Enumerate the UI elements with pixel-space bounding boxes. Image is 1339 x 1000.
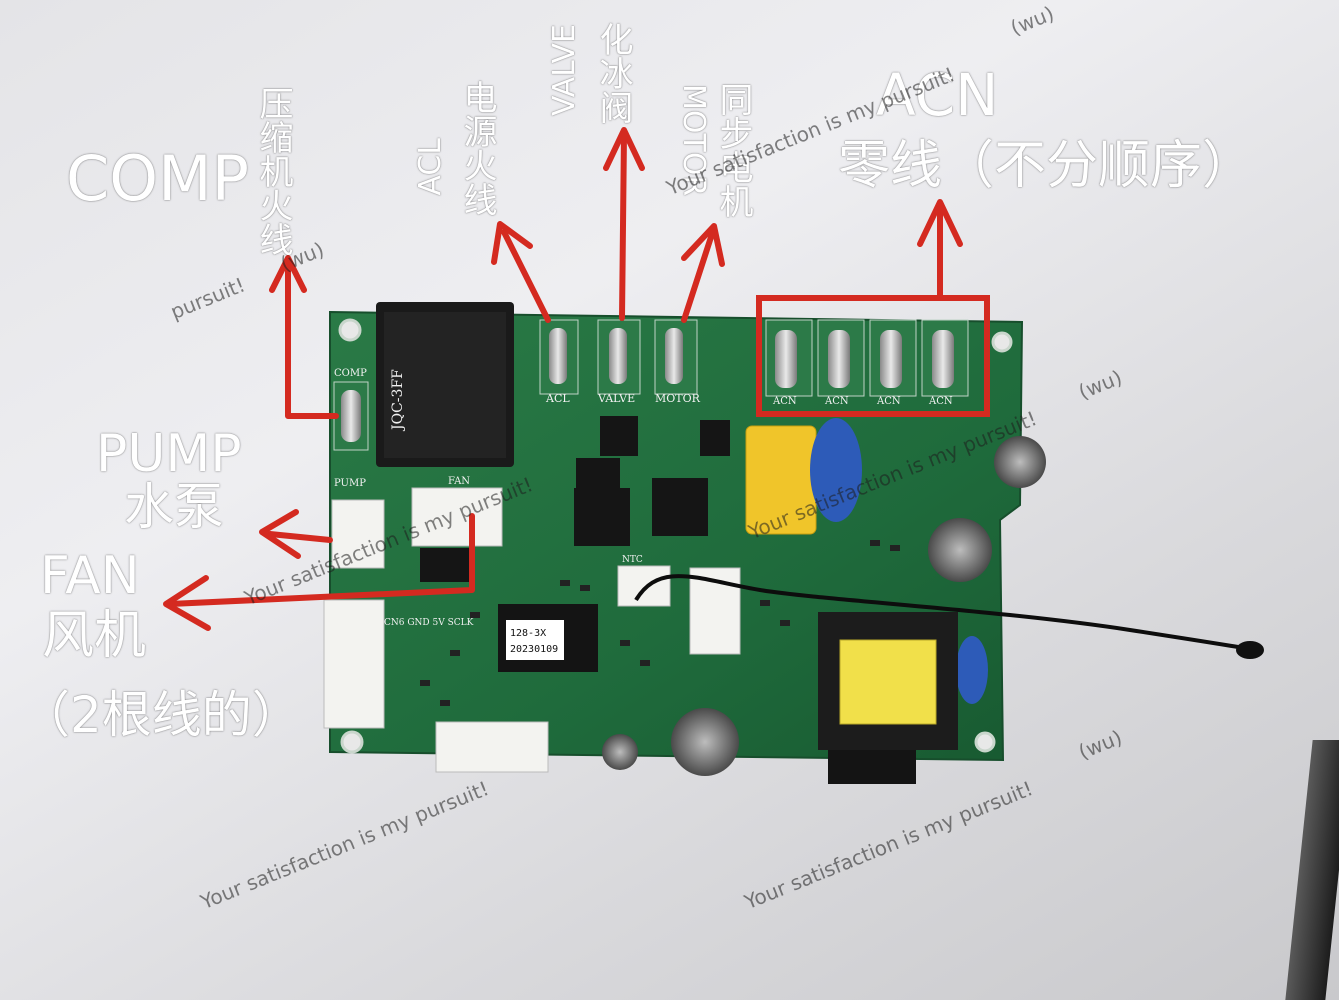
label-fan-cn: 风机 [42,606,147,666]
silk-acn-3: ACN [876,396,901,407]
chip-sticker [506,620,564,660]
connector-pump [331,499,385,569]
relay-model-text: JQC-3FF [390,369,406,432]
mosfet [574,488,630,546]
ic-chip [700,420,730,456]
connector-cn6 [323,599,385,729]
terminal-valve [597,319,641,395]
label-motor-cn: 同步电机 [713,82,753,218]
silk-comp: COMP [334,368,367,379]
label-comp-cn: 压缩机火线 [253,86,293,256]
silk-ntc: NTC [622,555,643,565]
terminal-comp [333,381,369,451]
silk-acn-2: ACN [824,396,849,407]
label-motor: MOTOR [676,84,711,197]
chip-label-2: 20230109 [510,644,558,655]
chip-label-1: 128-3X [510,628,546,639]
ic-chip [600,416,638,456]
terminal-acn-2 [817,319,865,397]
silk-valve: VALVE [597,392,635,405]
label-acn: ACN [876,61,999,129]
label-valve: VALVE [547,24,582,117]
label-acl-cn: 电源火线 [457,80,497,216]
acn-highlight-box [756,295,990,417]
silk-fan: FAN [448,476,470,487]
label-fan: FAN [40,546,140,606]
mount-hole [338,318,362,342]
mount-hole [974,731,996,753]
terminal-acn-3 [869,319,917,397]
terminal-motor [654,319,698,395]
mount-hole [340,730,364,754]
terminal-acn-1 [765,319,813,397]
ic-chip [420,548,474,582]
mount-hole [991,331,1013,353]
label-fan-note: （2根线的） [20,686,302,744]
connector-fan [411,487,503,547]
electrolytic-capacitor [994,436,1046,488]
label-pump: PUMP [96,424,242,484]
silk-cn6: CN6 GND 5V SCLK [384,618,474,628]
label-acl: ACL [413,138,448,196]
ntc-wire [634,574,1263,652]
connector-bottom [435,721,549,773]
terminal-acl [539,319,579,395]
label-pump-cn: 水泵 [124,478,224,536]
mosfet [652,478,708,536]
ntc-probe [1236,641,1264,659]
label-comp: COMP [66,142,249,215]
connector-ntc [617,565,671,607]
annotation-arrows [163,127,963,631]
silk-pump: PUMP [334,478,366,489]
electrolytic-capacitor [928,518,992,582]
silk-acn-4: ACN [928,396,953,407]
silk-acn-1: ACN [772,396,797,407]
terminal-acn-4 [921,319,969,397]
electrolytic-capacitor [602,734,638,770]
label-acn-cn: 零线（不分顺序） [838,136,1255,196]
silk-motor: MOTOR [655,392,701,405]
silk-acl: ACL [545,392,570,405]
disc-capacitor [956,636,988,704]
label-valve-cn: 化冰阀 [593,22,633,124]
disc-capacitor [810,418,862,522]
electrolytic-capacitor [671,708,739,776]
